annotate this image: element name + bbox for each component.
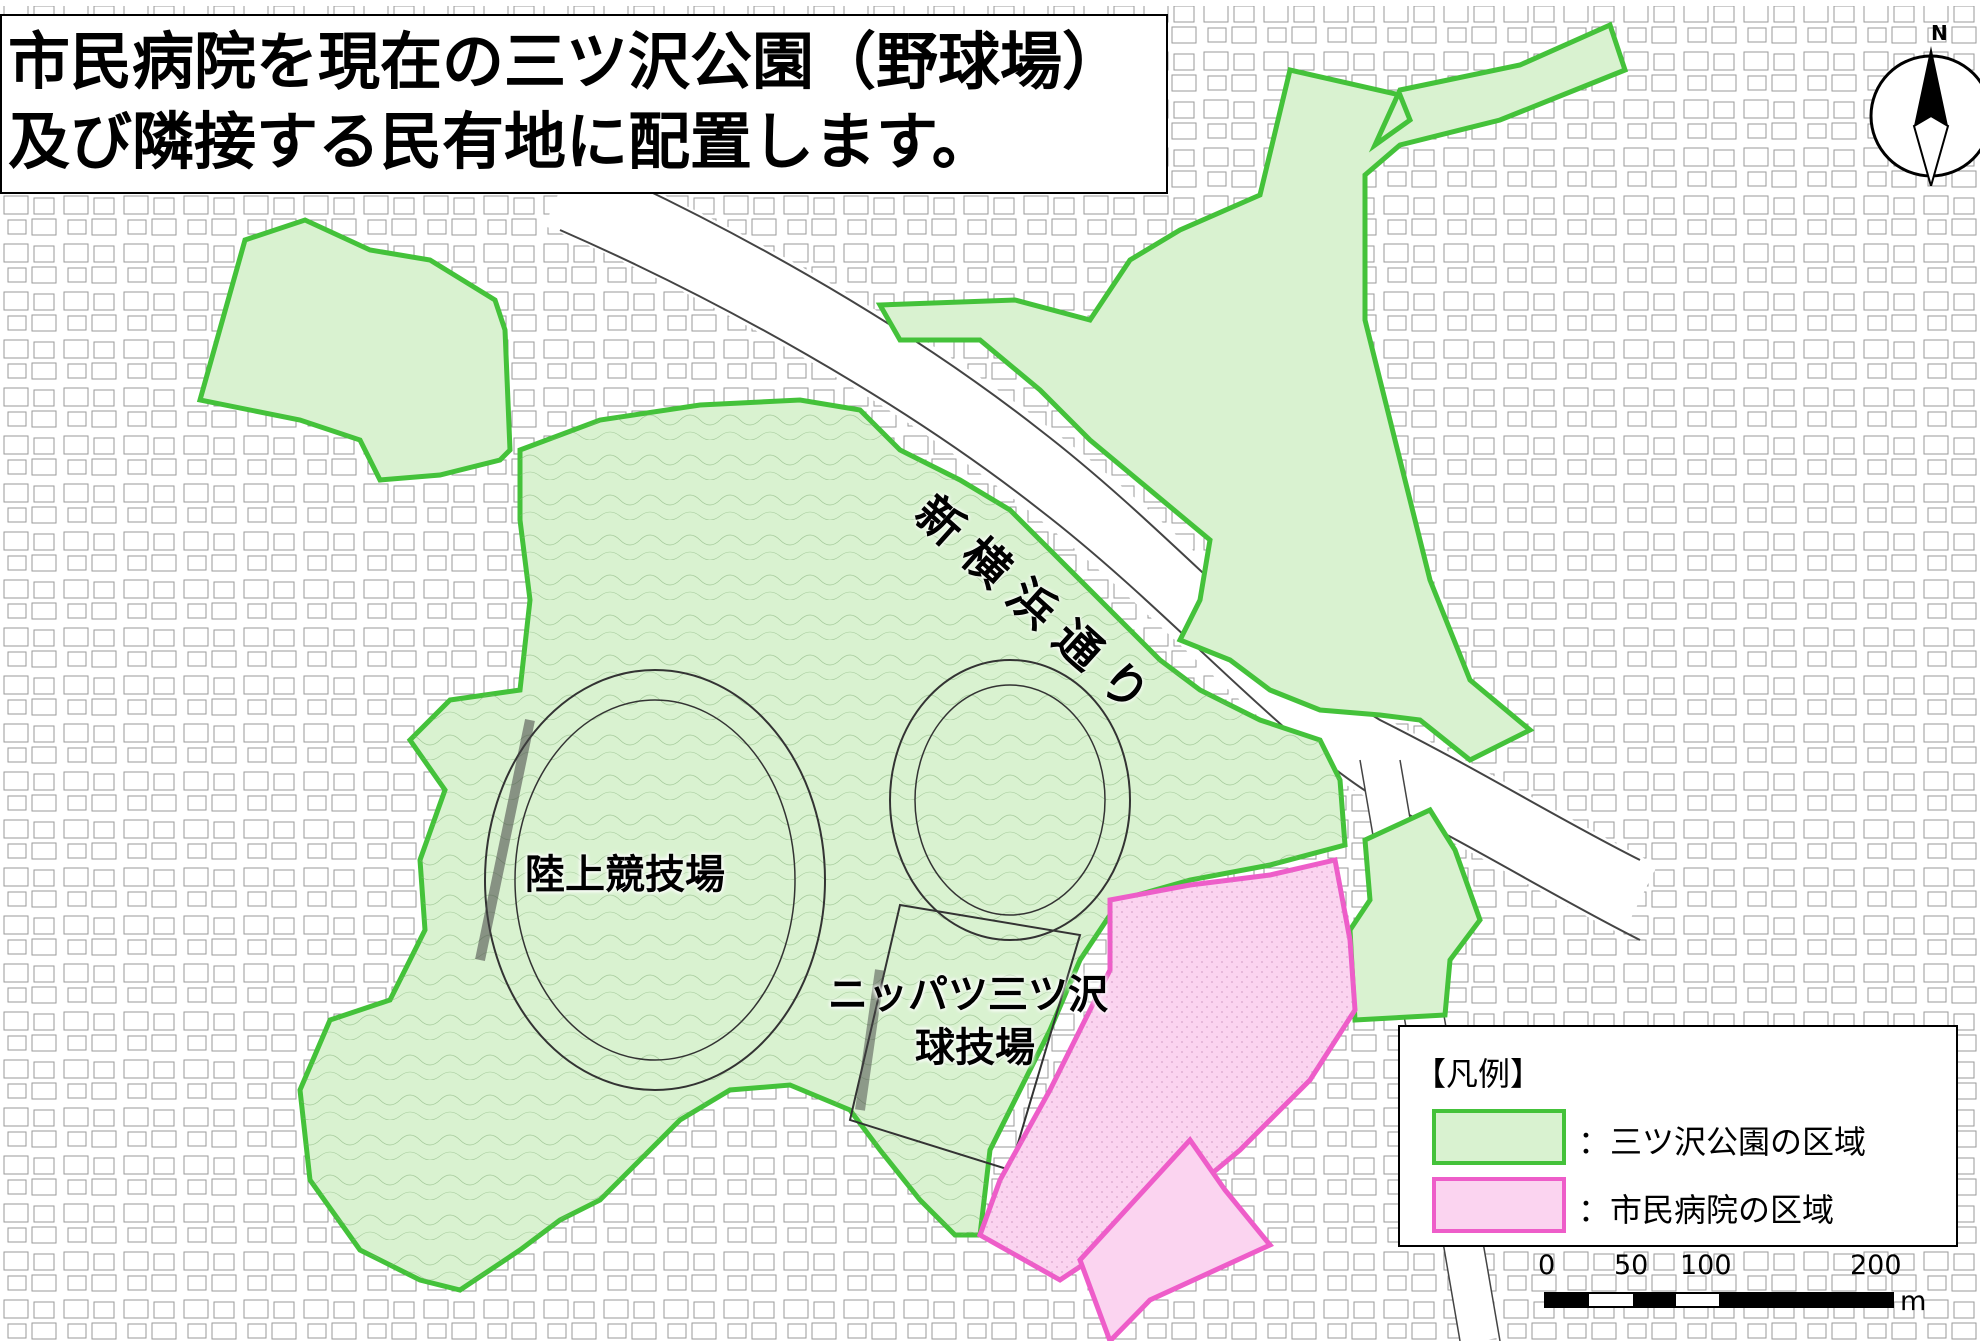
scale-bar: 0 50 100 200 m (1530, 1250, 1970, 1330)
title-box: 市民病院を現在の三ツ沢公園（野球場） 及び隣接する民有地に配置します。 (0, 14, 1168, 194)
legend-label-park: ：三ツ沢公園の区域 (1578, 1123, 1867, 1161)
park-area-northeast (875, 21, 1629, 763)
legend-swatch-hospital (1432, 1177, 1566, 1233)
park-area-northwest (196, 217, 513, 483)
nippatsu-stadium-label-line1: ニッパツ三ツ沢 (828, 972, 1108, 1018)
title-line-1: 市民病院を現在の三ツ沢公園（野球場） (8, 25, 1125, 98)
title-line-2: 及び隣接する民有地に配置します。 (8, 105, 994, 178)
small-track (889, 659, 1131, 941)
city-hospital-area (976, 856, 1358, 1341)
scale-tick-0: 0 (1538, 1250, 1556, 1281)
nippatsu-stadium-label-line2: 球技場 (915, 1025, 1035, 1071)
park-area-east-small (1347, 806, 1483, 1023)
legend-title: 【凡例】 (1414, 1055, 1543, 1093)
north-arrow-icon: N (1869, 21, 1983, 190)
legend-label-hospital: ：市民病院の区域 (1578, 1191, 1835, 1229)
legend-swatch-park (1432, 1109, 1566, 1165)
north-arrow: N (1862, 16, 1983, 190)
scale-tick-100: 100 (1680, 1250, 1732, 1281)
scale-tick-200: 200 (1850, 1250, 1902, 1281)
north-letter: N (1931, 21, 1948, 45)
scale-tick-50: 50 (1614, 1250, 1649, 1281)
athletics-track (475, 669, 826, 1091)
map-legend: 【凡例】 ：三ツ沢公園の区域 ：市民病院の区域 (1398, 1025, 1958, 1247)
athletics-stadium-label: 陸上競技場 (525, 852, 725, 898)
scale-unit: m (1900, 1286, 1927, 1317)
scale-graphic (1544, 1292, 1894, 1308)
